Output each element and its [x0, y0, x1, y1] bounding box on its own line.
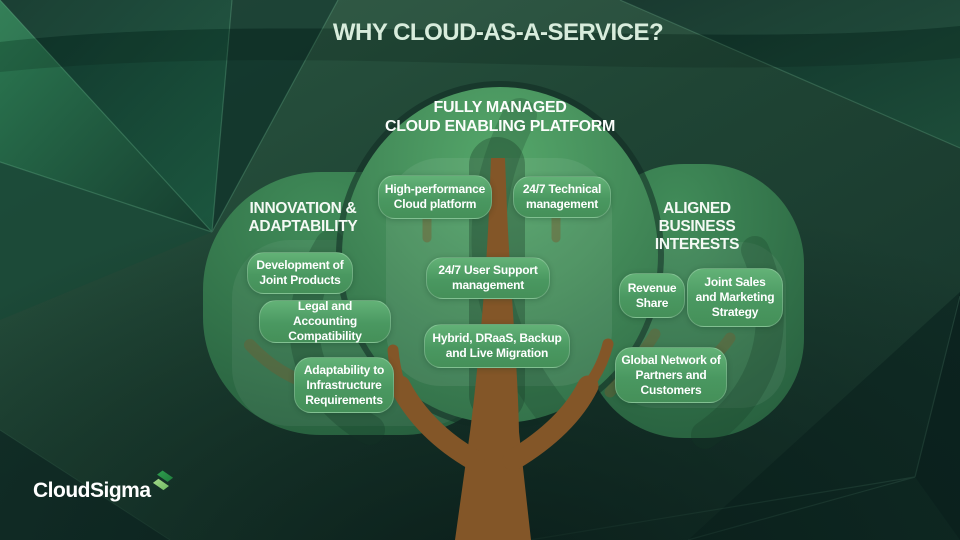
cloudsigma-logo: CloudSigma	[33, 470, 174, 506]
heading-line: INNOVATION &	[249, 200, 357, 217]
cluster-heading-right: ALIGNED BUSINESS INTERESTS	[617, 200, 777, 254]
sigma-s-icon	[152, 470, 173, 491]
pill-global-network-partners: Global Network of Partners and Customers	[615, 347, 727, 403]
pill-adaptability-infrastructure: Adaptability to Infrastructure Requireme…	[294, 357, 394, 413]
pill-revenue-share: Revenue Share	[619, 273, 685, 318]
heading-line: CLOUD ENABLING PLATFORM	[384, 118, 616, 135]
heading-line: ALIGNED	[663, 200, 731, 217]
pill-legal-accounting-compatibility: Legal and Accounting Compatibility	[259, 299, 391, 343]
logo-text: CloudSigma	[33, 479, 151, 502]
pill-user-support-management: 24/7 User Support management	[426, 257, 550, 299]
cluster-heading-left: INNOVATION & ADAPTABILITY	[223, 200, 383, 236]
cluster-heading-center: FULLY MANAGED CLOUD ENABLING PLATFORM	[377, 98, 623, 136]
pill-technical-management: 24/7 Technical management	[513, 176, 611, 218]
pill-development-joint-products: Development of Joint Products	[247, 252, 353, 294]
page-title: WHY CLOUD-AS-A-SERVICE?	[332, 19, 664, 46]
heading-line: BUSINESS INTERESTS	[654, 218, 740, 253]
pill-hybrid-draas-backup: Hybrid, DRaaS, Backup and Live Migration	[424, 324, 570, 368]
heading-line: ADAPTABILITY	[248, 218, 358, 235]
pill-high-performance-cloud-platform: High-performance Cloud platform	[378, 175, 492, 219]
pill-joint-sales-marketing: Joint Sales and Marketing Strategy	[687, 268, 783, 327]
heading-line: FULLY MANAGED	[433, 99, 567, 116]
